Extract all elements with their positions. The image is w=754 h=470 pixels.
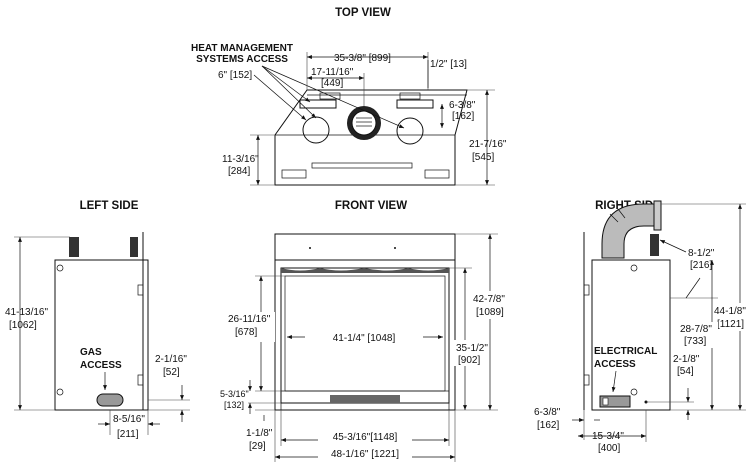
left-side-view: LEFT SIDE GAS ACCESS 41-13/16" [1062] 2-… [5, 200, 190, 440]
dim-top-edge: 1/2" [13] [430, 59, 467, 70]
hms-access-panel-right [396, 99, 434, 109]
dim-front-foot-mm: [29] [249, 441, 266, 452]
dim-front-height-mm: [1089] [476, 307, 504, 318]
right-side-body [591, 259, 671, 411]
left-side-body [54, 259, 149, 411]
electrical-box [599, 395, 631, 408]
dim-top-depth-mm: [545] [472, 152, 494, 163]
left-side-vent-right [130, 237, 138, 257]
dim-top-vent: 6" [152] [218, 70, 252, 81]
hms-label-line1: HEAT MANAGEMENT [191, 43, 293, 54]
right-side-view: RIGHT SIDE ELECTRICAL ACCESS 8-1/2" [216… [534, 200, 752, 454]
gas-valve [96, 393, 124, 407]
dim-right-total-height-in: 44-1/8" [714, 306, 746, 317]
vent-elbow [601, 203, 657, 259]
dim-front-base-mm: [132] [224, 400, 244, 410]
left-side-vent-left [69, 237, 79, 257]
dim-right-elec-height-mm: [733] [684, 336, 706, 347]
front-view: FRONT VIEW 41-1/4" [1048] 26-11/16" [678… [220, 200, 512, 462]
dim-top-collar-in: 6-3/8" [449, 100, 476, 111]
dim-top-side-depth-in: 11-3/16" [222, 154, 259, 165]
vent-collar-left [302, 116, 330, 144]
dim-right-collar-in: 8-1/2" [688, 248, 715, 259]
dim-front-opening-height-in: 26-11/16" [228, 314, 271, 325]
gas-access-line1: GAS [80, 347, 102, 358]
electrical-access-line2: ACCESS [594, 359, 636, 370]
dim-right-elec-height-in: 28-7/8" [680, 324, 712, 335]
dim-left-gas-offset-in: 8-5/16" [113, 414, 145, 425]
dim-top-depth-in: 21-7/16" [469, 139, 507, 150]
dim-left-gas-height-in: 2-1/16" [155, 354, 187, 365]
dim-right-back-mm: [162] [537, 420, 559, 431]
left-side-title: LEFT SIDE [80, 200, 139, 212]
dim-front-height-in: 42-7/8" [473, 294, 505, 305]
gas-access-line2: ACCESS [80, 360, 122, 371]
dim-front-inner-width: 45-3/16"[1148] [333, 432, 398, 443]
dim-front-foot-in: 1-1/8" [246, 428, 273, 439]
hms-label-line2: SYSTEMS ACCESS [196, 54, 288, 65]
dim-front-base-in: 5-3/16" [220, 389, 249, 399]
top-view-title: TOP VIEW [335, 7, 391, 19]
electrical-access-line1: ELECTRICAL [594, 346, 657, 357]
vent-collar-right [396, 117, 424, 145]
flue-collar-inner [351, 110, 377, 136]
dim-left-gas-height-mm: [52] [163, 367, 180, 378]
dim-top-collar-mm: [162] [452, 111, 474, 122]
dim-top-offset-in: 17-11/16" [311, 67, 354, 78]
dim-top-offset-mm: [449] [321, 78, 343, 89]
dim-right-back-in: 6-3/8" [534, 407, 561, 418]
dim-left-height-in: 41-13/16" [5, 307, 48, 318]
hms-access-panel-left [299, 99, 337, 109]
dim-left-gas-offset-mm: [211] [117, 429, 139, 440]
dim-front-outer-width: 48-1/16" [1221] [331, 449, 399, 460]
dim-right-depth-mm: [400] [598, 443, 620, 454]
dim-top-side-depth-mm: [284] [228, 166, 250, 177]
front-view-title: FRONT VIEW [335, 200, 407, 212]
dim-right-total-height-mm: [1121] [717, 319, 744, 330]
dim-left-height-mm: [1062] [9, 320, 37, 331]
dim-front-opening-height-mm: [678] [235, 327, 257, 338]
dim-front-inner-height-in: 35-1/2" [456, 343, 488, 354]
dim-front-opening-width: 41-1/4" [1048] [333, 333, 396, 344]
dim-right-depth-in: 15-3/4" [592, 431, 624, 442]
dim-front-inner-height-mm: [902] [458, 355, 480, 366]
top-view: TOP VIEW HEAT MANAGEMENT SYSTEMS ACCESS [191, 7, 507, 186]
dim-right-elec-low-in: 2-1/8" [673, 354, 700, 365]
dim-right-elec-low-mm: [54] [677, 366, 694, 377]
dim-right-collar-mm: [216] [690, 260, 712, 271]
dim-top-width: 35-3/8" [899] [334, 53, 391, 64]
